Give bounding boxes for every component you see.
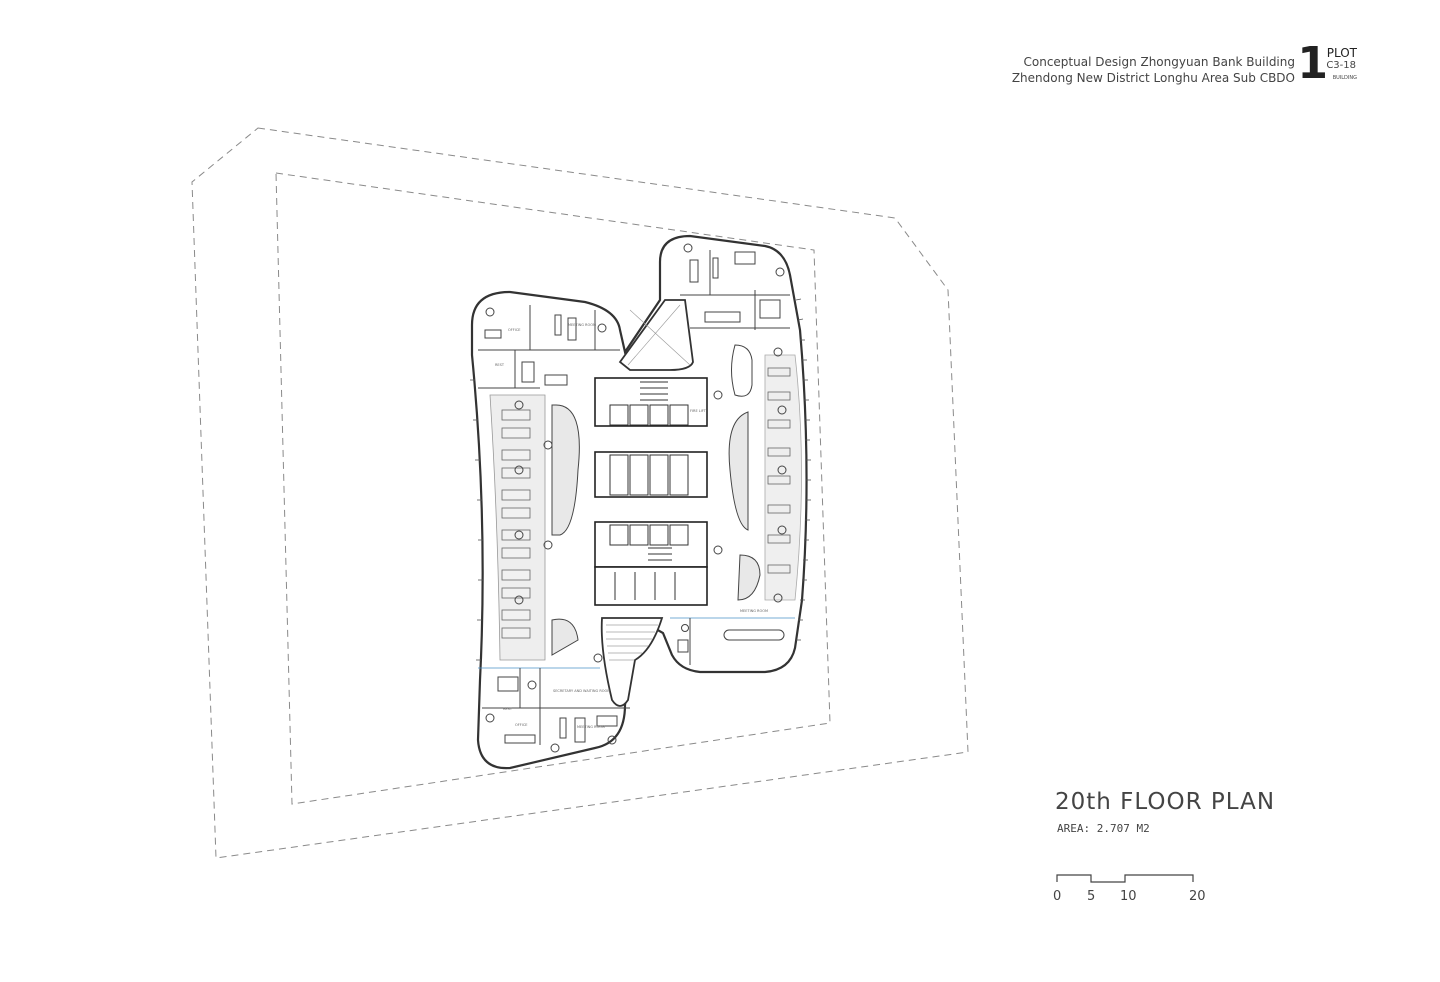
label-office-bottom: OFFICE bbox=[515, 723, 527, 727]
label-meeting-top: MEETING ROOM bbox=[568, 323, 596, 327]
partition-right-top bbox=[731, 344, 753, 397]
meeting-room-right bbox=[670, 617, 795, 665]
scale-bar-graphic bbox=[1056, 874, 1194, 883]
setback-line bbox=[275, 172, 831, 805]
plot-label: PLOT bbox=[1326, 46, 1357, 60]
plan-title: 20th FLOOR PLAN bbox=[1055, 789, 1276, 815]
office-top-right bbox=[680, 243, 790, 330]
label-rest-top: REST bbox=[495, 363, 505, 367]
atrium-void bbox=[618, 299, 694, 371]
facade-ticks bbox=[470, 298, 811, 661]
building-core bbox=[594, 377, 708, 606]
title-block: Conceptual Design Zhongyuan Bank Buildin… bbox=[1012, 38, 1400, 90]
scale-label-0: 0 bbox=[1053, 889, 1062, 904]
workstations-right bbox=[764, 354, 802, 601]
label-fire-lift: FIRE LIFT bbox=[690, 409, 707, 413]
scale-label-10: 10 bbox=[1120, 889, 1137, 904]
columns-right bbox=[713, 347, 787, 603]
label-meeting-right: MEETING ROOM bbox=[740, 609, 768, 613]
elevator-shafts bbox=[609, 381, 689, 600]
site-boundary bbox=[191, 127, 969, 859]
stair-treads bbox=[606, 624, 658, 661]
project-description: Conceptual Design Zhongyuan Bank Buildin… bbox=[1012, 54, 1295, 86]
plan-area: AREA: 2.707 M2 bbox=[1057, 822, 1150, 835]
label-rest-bottom: REST bbox=[503, 707, 513, 711]
plot-code: C3-18 bbox=[1326, 60, 1356, 71]
partition-right-middle bbox=[728, 411, 749, 531]
label-secretary: SECRETARY AND WAITING ROOM bbox=[553, 689, 610, 693]
office-top-left bbox=[478, 305, 620, 389]
columns-left bbox=[514, 400, 603, 663]
project-location-line: Zhendong New District Longhu Area Sub CB… bbox=[1011, 71, 1295, 85]
scale-label-20: 20 bbox=[1189, 889, 1206, 904]
scale-label-5: 5 bbox=[1087, 889, 1096, 904]
partition-left-lower bbox=[551, 618, 579, 656]
building-label: BUILDING bbox=[1332, 75, 1357, 81]
label-meeting-bottom: MEETING ROOM bbox=[577, 725, 605, 729]
building-number: 1 bbox=[1297, 38, 1328, 89]
office-bottom-left bbox=[478, 667, 630, 753]
project-title-line: Conceptual Design Zhongyuan Bank Buildin… bbox=[1023, 55, 1296, 69]
partition-left bbox=[551, 404, 580, 536]
label-office-top: OFFICE bbox=[508, 328, 520, 332]
partition-right-lower bbox=[737, 554, 761, 601]
stair-void bbox=[600, 617, 664, 707]
scale-bar: 0 5 10 20 bbox=[1050, 865, 1220, 915]
